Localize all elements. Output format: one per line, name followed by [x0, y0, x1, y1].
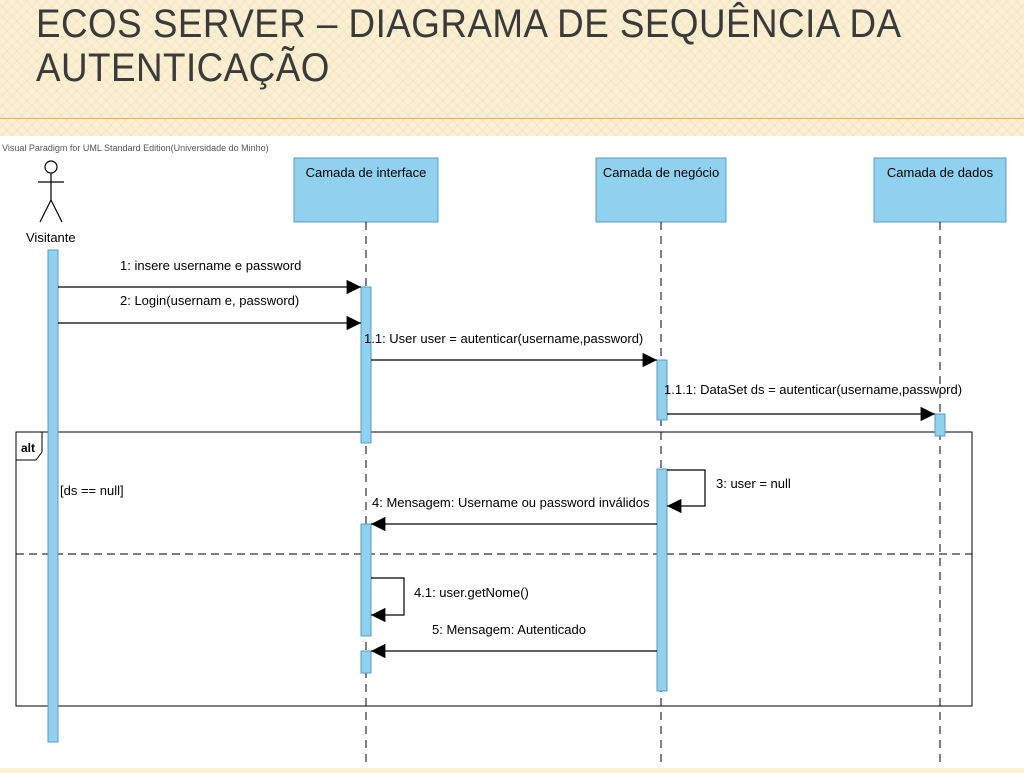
message-5: 5: Mensagem: Autenticado: [371, 622, 657, 659]
lifeline-interface-label: Camada de interface: [306, 165, 427, 180]
message-2: 2: Login(usernam e, password): [58, 293, 361, 331]
sequence-diagram: Visual Paradigm for UML Standard Edition…: [0, 136, 1024, 768]
activation-dados-1: [934, 413, 946, 437]
message-1-1-1: 1.1.1: DataSet ds = autenticar(username,…: [664, 382, 962, 422]
title-divider: [0, 118, 1024, 119]
message-1-label: 1: insere username e password: [120, 258, 301, 273]
lifeline-dados-label: Camada de dados: [887, 165, 994, 180]
message-4-label: 4: Mensagem: Username ou password inváli…: [372, 495, 650, 510]
lifeline-dados: Camada de dados: [873, 157, 1007, 223]
lifeline-interface: Camada de interface: [293, 157, 439, 223]
actor-visitante: Visitante: [26, 160, 76, 245]
message-3-label: 3: user = null: [716, 476, 791, 491]
message-4-1-label: 4.1: user.getNome(): [414, 585, 529, 600]
message-2-label: 2: Login(usernam e, password): [120, 293, 299, 308]
watermark-text: Visual Paradigm for UML Standard Edition…: [2, 143, 269, 153]
lifeline-negocio: Camada de negócio: [595, 157, 727, 223]
actor-label: Visitante: [26, 230, 76, 245]
message-4: 4: Mensagem: Username ou password inváli…: [371, 495, 657, 532]
message-1-1-1-label: 1.1.1: DataSet ds = autenticar(username,…: [664, 382, 962, 397]
activation-interface-3: [360, 650, 372, 674]
message-1-1-label: 1.1: User user = autenticar(username,pas…: [364, 331, 643, 346]
lifeline-negocio-label: Camada de negócio: [603, 165, 719, 180]
activation-interface-1: [360, 286, 372, 444]
message-1: 1: insere username e password: [58, 258, 361, 295]
activation-actor: [47, 249, 59, 743]
slide-title-line-2: AUTENTICAÇÃO: [36, 46, 330, 90]
activation-negocio-2: [656, 468, 668, 692]
activation-interface-2: [360, 523, 372, 637]
message-4-1: 4.1: user.getNome(): [371, 577, 529, 623]
actor-head: [44, 160, 58, 174]
message-1-1: 1.1: User user = autenticar(username,pas…: [364, 331, 657, 368]
alt-fragment: alt [ds == null]: [15, 431, 973, 707]
alt-operator: alt: [21, 441, 35, 455]
message-5-label: 5: Mensagem: Autenticado: [432, 622, 586, 637]
slide-title: ECOS SERVER – DIAGRAMA DE SEQUÊNCIA DA A…: [36, 2, 919, 90]
slide-title-line-1: ECOS SERVER – DIAGRAMA DE SEQUÊNCIA DA: [36, 2, 902, 46]
alt-guard: [ds == null]: [60, 483, 124, 498]
message-3: 3: user = null: [667, 469, 791, 514]
activation-negocio-1: [656, 359, 668, 421]
